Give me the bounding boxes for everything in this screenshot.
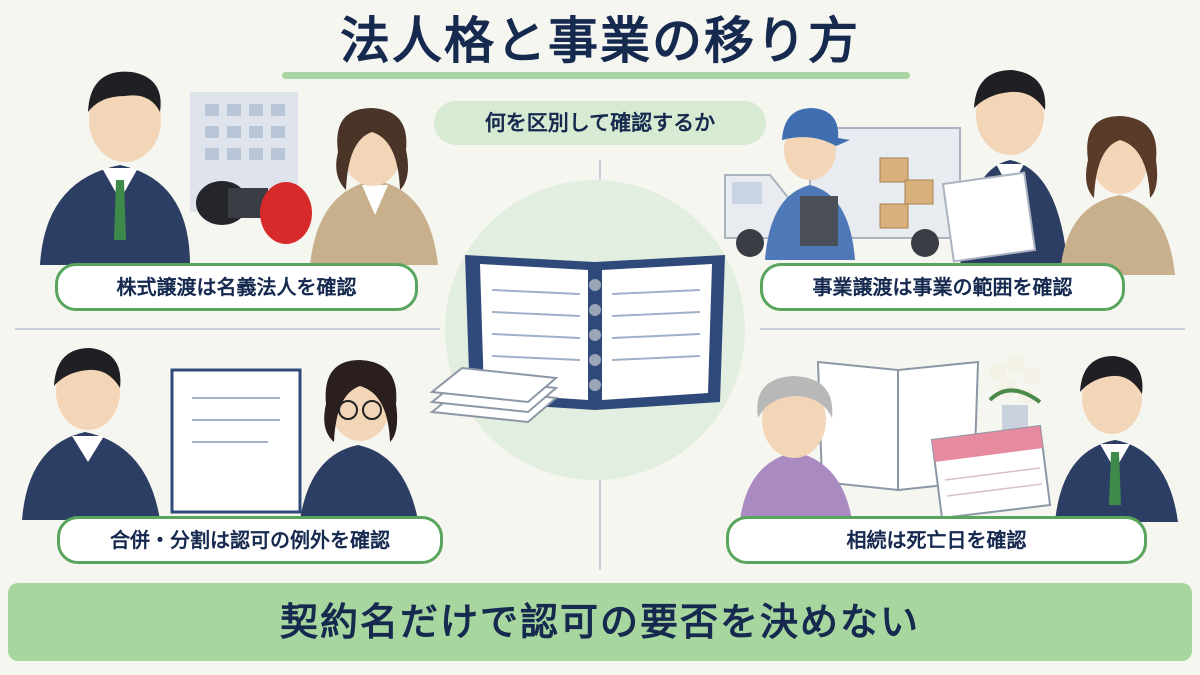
- businesswoman-figure: [310, 108, 438, 265]
- business-transfer-scene: [724, 70, 1175, 275]
- flower-vase-icon: [988, 355, 1042, 433]
- calendar-icon: [930, 424, 1052, 520]
- merger-split-label: 合併・分割は認可の例外を確認: [57, 516, 443, 564]
- stamp-icon: [196, 181, 312, 244]
- share-transfer-label: 株式譲渡は名義法人を確認: [55, 263, 418, 311]
- inheritance-label: 相続は死亡日を確認: [726, 516, 1147, 564]
- businessman-figure: [1055, 356, 1178, 522]
- businesswoman-figure: [1060, 116, 1175, 275]
- businesswoman-figure: [300, 360, 418, 520]
- merger-split-scene: [22, 348, 418, 520]
- conclusion-banner: 契約名だけで認可の要否を決めない: [8, 583, 1192, 661]
- businessman-figure: [40, 71, 190, 265]
- delivery-worker-figure: [765, 108, 855, 260]
- subtitle-badge: 何を区別して確認するか: [434, 101, 766, 145]
- title-underline: [282, 72, 910, 79]
- inheritance-scene: [740, 355, 1178, 522]
- share-transfer-scene: [40, 71, 438, 265]
- elderly-woman-figure: [740, 376, 852, 520]
- binder-icon: [429, 255, 725, 424]
- quadrant-dividers: [15, 160, 1185, 570]
- businessman-figure: [22, 348, 160, 520]
- paper-stack-icon: [429, 366, 559, 424]
- document-icon: [170, 368, 302, 514]
- businessman-figure: [941, 70, 1068, 270]
- page-title: 法人格と事業の移り方: [340, 12, 860, 70]
- business-transfer-label: 事業譲渡は事業の範囲を確認: [760, 263, 1125, 311]
